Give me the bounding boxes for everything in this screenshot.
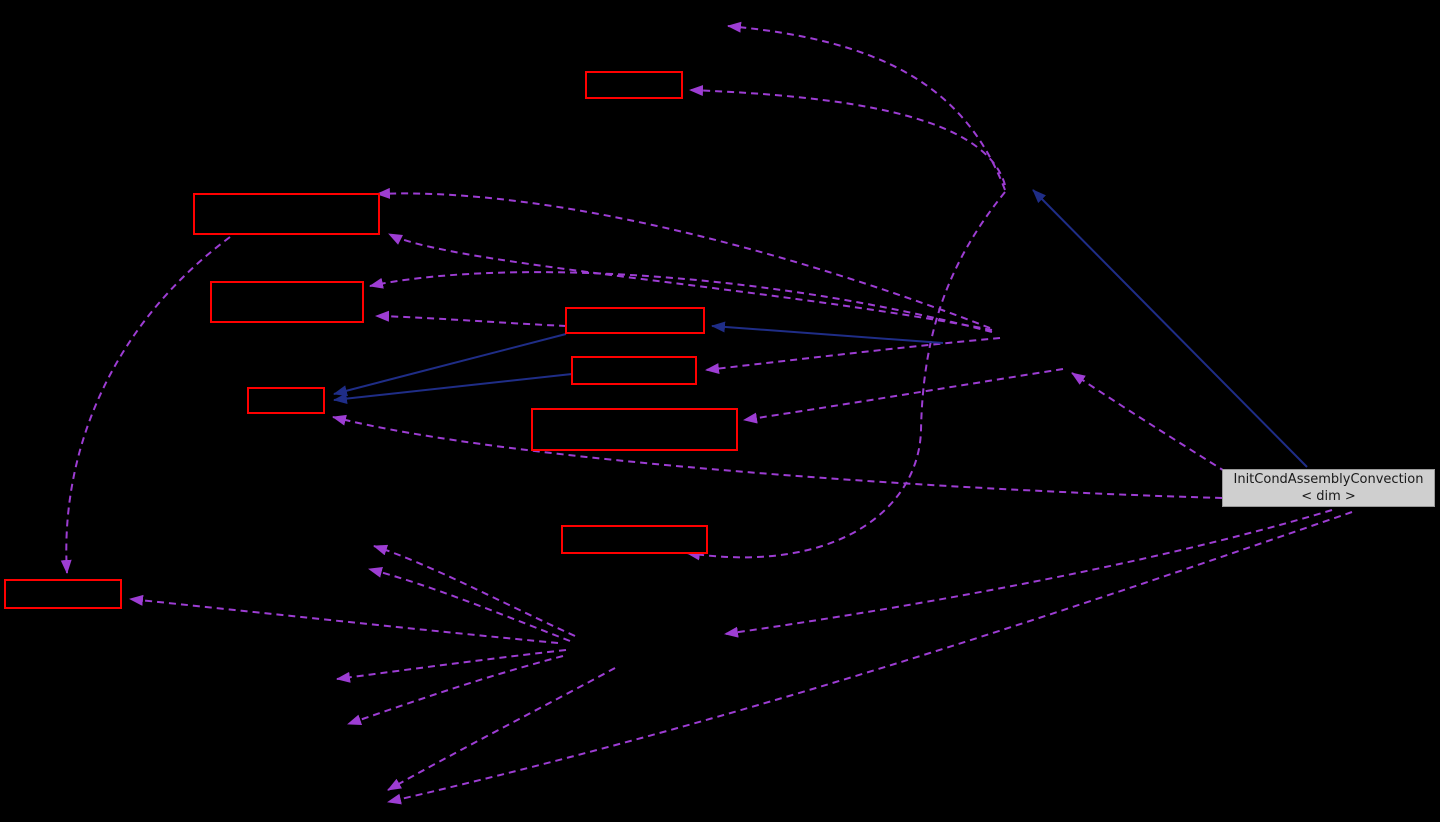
usage-edge-e17	[387, 667, 616, 791]
usage-edge-e3	[376, 187, 991, 329]
usage-edge-e4	[369, 271, 993, 333]
class-node-3[interactable]	[210, 281, 364, 323]
usage-edge-e10	[1071, 372, 1227, 473]
class-node-5[interactable]	[571, 356, 697, 385]
inheritance-edge-b3	[333, 333, 567, 397]
class-node-8[interactable]	[561, 525, 708, 554]
usage-edge-e14	[368, 566, 571, 642]
inheritance-edge-b1	[1032, 189, 1308, 468]
usage-edge-e7	[686, 191, 1006, 561]
usage-edge-e8	[705, 337, 1001, 374]
usage-edge-e6	[388, 233, 993, 331]
usage-edge-e15	[336, 649, 567, 683]
usage-edge-e19	[724, 509, 1333, 638]
edge-layer	[60, 21, 1353, 805]
main-class-node: InitCondAssemblyConvection < dim >	[1222, 469, 1435, 507]
class-node-6[interactable]	[247, 387, 325, 414]
node-layer	[4, 71, 738, 609]
class-node-1[interactable]	[585, 71, 683, 99]
inheritance-edge-b2	[711, 321, 944, 344]
class-node-7[interactable]	[531, 408, 738, 451]
usage-edge-e20	[60, 236, 231, 574]
main-class-name: InitCondAssemblyConvection	[1233, 472, 1424, 487]
class-node-9[interactable]	[4, 579, 122, 609]
class-node-2[interactable]	[193, 193, 380, 235]
usage-edge-e18	[387, 511, 1353, 805]
usage-edge-e13	[373, 544, 576, 637]
usage-edge-e9	[743, 368, 1064, 424]
class-node-4[interactable]	[565, 307, 705, 334]
usage-edge-e12	[129, 594, 559, 644]
usage-edge-e11	[332, 414, 1223, 499]
usage-edge-e16	[347, 655, 564, 725]
usage-edge-e5	[375, 310, 567, 327]
inheritance-edge-b4	[333, 373, 573, 405]
usage-edge-e2	[689, 85, 1006, 186]
main-class-template-param: < dim >	[1301, 489, 1356, 504]
usage-edge-e1	[727, 21, 1006, 191]
